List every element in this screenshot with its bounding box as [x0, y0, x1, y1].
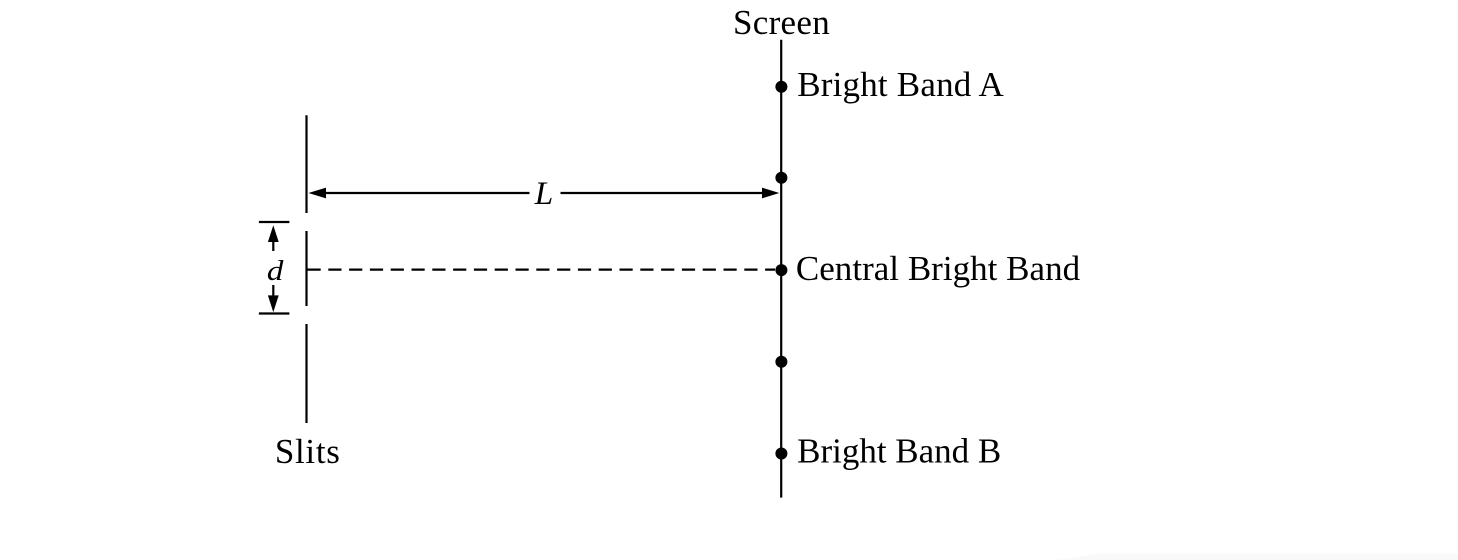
svg-text:L: L	[534, 176, 554, 212]
svg-text:Bright Band A: Bright Band A	[797, 65, 1004, 104]
svg-text:Central Bright Band: Central Bright Band	[796, 249, 1081, 288]
svg-text:Screen: Screen	[733, 3, 830, 42]
svg-text:Slits: Slits	[275, 432, 341, 471]
svg-text:Bright Band B: Bright Band B	[797, 431, 1001, 470]
svg-text:d: d	[267, 255, 284, 287]
